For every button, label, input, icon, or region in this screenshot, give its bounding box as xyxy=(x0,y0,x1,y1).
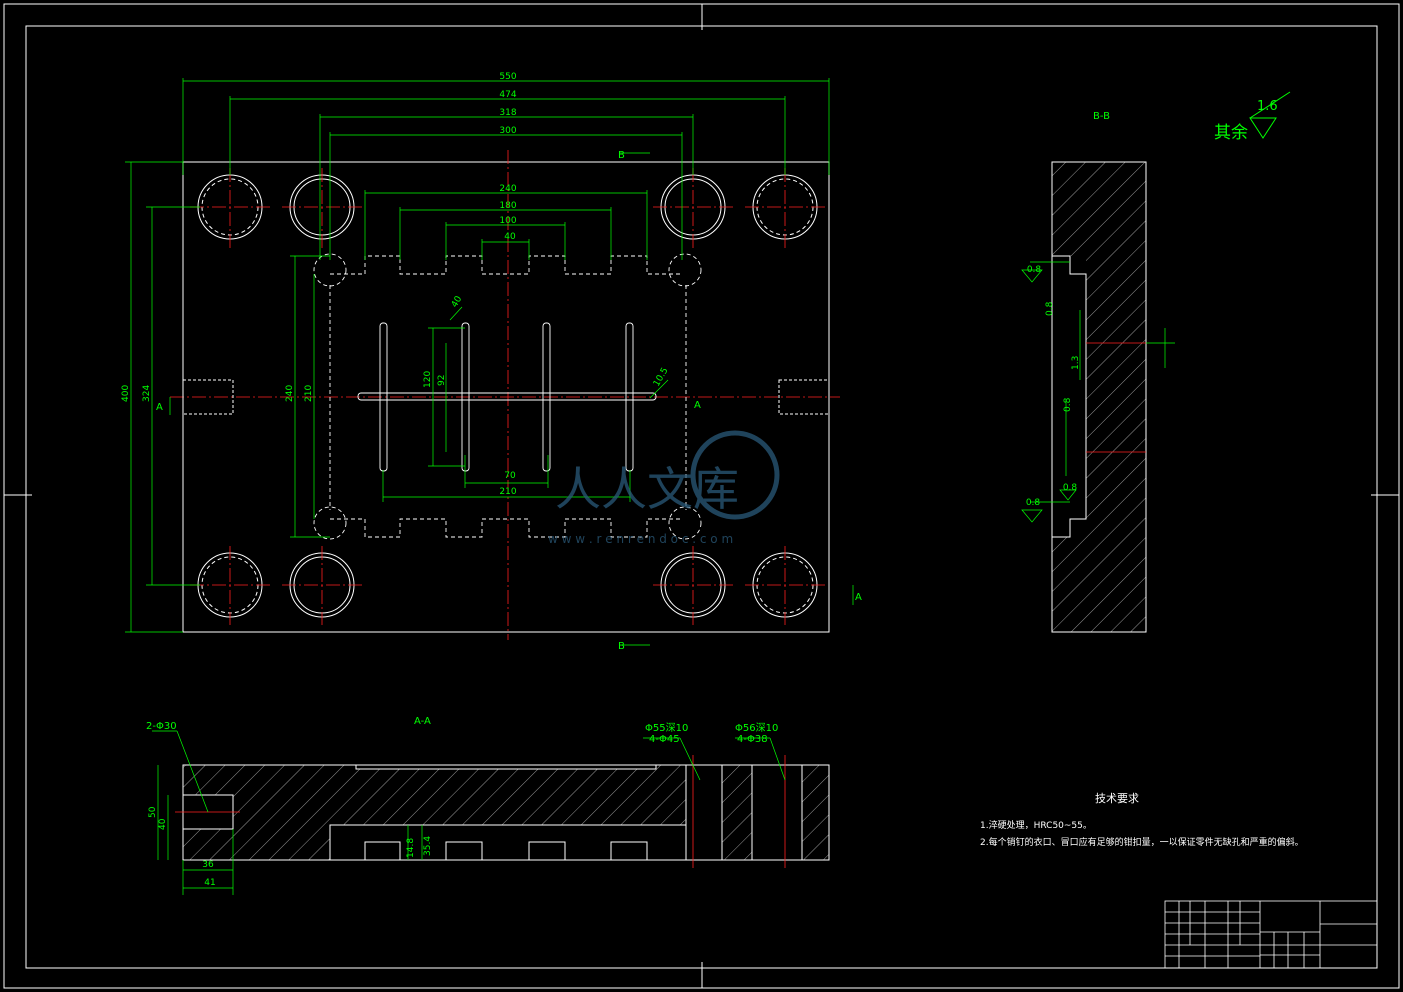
dim-40-small: 40 xyxy=(450,294,465,309)
dim-120: 120 xyxy=(423,371,433,388)
aa-dim-14-8: 14.8 xyxy=(406,838,416,858)
section-mark-a-right: A xyxy=(694,400,701,411)
watermark-url: w w w . r e n r e n d o c . c o m xyxy=(548,532,733,546)
callout-d55: Φ55深10 xyxy=(645,722,688,734)
callout-4-d38: 4-Φ38 xyxy=(737,734,768,745)
dim-318: 318 xyxy=(499,108,516,118)
pin-slots xyxy=(357,322,657,472)
roughness-prefix: 其余 xyxy=(1214,123,1248,143)
dim-92: 92 xyxy=(437,375,447,386)
bb-rough-4: 0.8 xyxy=(1063,397,1073,412)
dim-180: 180 xyxy=(499,201,516,211)
section-mark-a-left: A xyxy=(156,402,163,413)
bb-rough-2: 0.8 xyxy=(1045,301,1055,316)
callout-2-d30: 2-Φ30 xyxy=(146,721,177,732)
tech-item-1: 1.淬硬处理，HRC50~55。 xyxy=(980,819,1092,831)
bb-rough-5: 0.8 xyxy=(1026,498,1041,508)
dim-300: 300 xyxy=(499,126,516,136)
dim-40: 40 xyxy=(504,232,516,242)
dim-474: 474 xyxy=(499,90,516,100)
center-lines xyxy=(170,150,840,640)
aa-dim-41: 41 xyxy=(204,878,215,888)
aa-dim-50: 50 xyxy=(148,806,158,818)
dim-240: 240 xyxy=(499,184,516,194)
side-holes xyxy=(182,379,830,415)
cavity-pocket xyxy=(313,253,702,540)
dim-100: 100 xyxy=(499,216,516,226)
aa-dim-35-4: 35.4 xyxy=(423,836,433,856)
watermark: 人人文库 w w w . r e n r e n d o c . c o m xyxy=(548,430,780,546)
dim-550: 550 xyxy=(499,72,516,82)
dim-400: 400 xyxy=(121,385,131,402)
dim-240v: 240 xyxy=(285,385,295,402)
watermark-text: 人人文库 xyxy=(555,462,739,516)
tech-requirements: 技术要求 1.淬硬处理，HRC50~55。 2.每个销钉的衣口、冒口应有足够的钳… xyxy=(980,792,1304,848)
dim-10-5: 10.5 xyxy=(652,366,671,388)
section-mark-a-bottom: A xyxy=(855,592,862,603)
bb-rough-6: 0.8 xyxy=(1063,483,1078,493)
section-aa-view: A-A 2-Φ30 Φ55深10 4-Φ45 Φ56深10 4-Φ38 50 4… xyxy=(146,716,830,895)
roughness-value: 1.6 xyxy=(1257,99,1278,114)
roughness-note: 其余 1.6 xyxy=(1214,91,1291,143)
bb-rough-3: 1.3 xyxy=(1071,356,1081,370)
dim-324: 324 xyxy=(142,385,152,402)
section-mark-b-bottom: B xyxy=(618,641,625,652)
aa-dim-40: 40 xyxy=(158,818,168,830)
main-plan-view: 550 474 318 300 240 180 100 40 70 210 40… xyxy=(121,72,862,652)
dim-70: 70 xyxy=(504,471,516,481)
section-bb-view: B-B 0.8 0.8 1.3 0.8 0.8 0.8 xyxy=(1021,111,1175,633)
tech-title: 技术要求 xyxy=(1095,792,1139,805)
dim-210v: 210 xyxy=(304,385,314,402)
main-dim-text: 550 474 318 300 240 180 100 40 70 210 40… xyxy=(121,72,862,652)
bb-title: B-B xyxy=(1093,111,1110,122)
sheet-border xyxy=(3,3,1400,989)
title-block xyxy=(1164,900,1378,969)
section-mark-b-top: B xyxy=(618,150,625,161)
dim-210: 210 xyxy=(499,487,516,497)
callout-4-d45: 4-Φ45 xyxy=(649,734,680,745)
aa-title: A-A xyxy=(414,716,431,727)
tech-item-2: 2.每个销钉的衣口、冒口应有足够的钳扣量，一以保证零件无缺孔和严重的偏斜。 xyxy=(980,836,1304,848)
dimension-lines xyxy=(125,78,854,646)
bb-rough-1: 0.8 xyxy=(1027,265,1042,275)
aa-dim-36: 36 xyxy=(202,860,214,870)
callout-d56: Φ56深10 xyxy=(735,722,778,734)
